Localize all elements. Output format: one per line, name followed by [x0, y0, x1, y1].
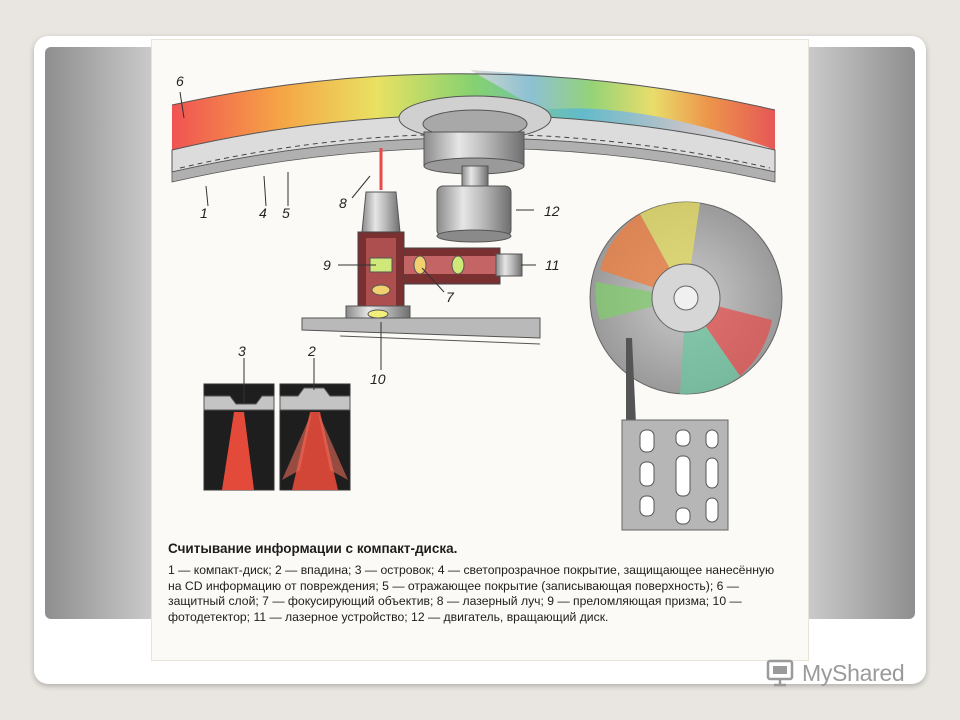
label-7: 7: [446, 289, 455, 305]
label-1: 1: [200, 205, 208, 221]
motor: [423, 131, 525, 243]
label-2: 2: [307, 343, 316, 359]
optical-head: [301, 191, 541, 345]
beam-pit-inset: [279, 383, 351, 491]
compact-disc-image: [589, 201, 783, 424]
label-4: 4: [259, 205, 267, 221]
label-6: 6: [176, 73, 184, 89]
figure-caption: Считывание информации с компакт-диска. 1…: [168, 541, 788, 625]
label-5: 5: [282, 205, 290, 221]
watermark-brand: MyShared: [802, 659, 905, 686]
label-10: 10: [370, 371, 386, 387]
leader-lines: [179, 91, 536, 404]
myshared-logo-icon: [766, 659, 794, 687]
label-12: 12: [544, 203, 560, 219]
label-9: 9: [323, 257, 331, 273]
beam-island-inset: [203, 383, 275, 491]
caption-text: 1 — компакт-диск; 2 — впадина; 3 — остро…: [168, 563, 775, 624]
label-11: 11: [545, 257, 560, 273]
myshared-watermark[interactable]: MyShared: [766, 656, 905, 690]
caption-title: Считывание информации с компакт-диска.: [168, 541, 458, 556]
cd-cross-section: [171, 70, 776, 183]
label-3: 3: [238, 343, 246, 359]
magnified-pits: [621, 419, 729, 531]
label-8: 8: [339, 195, 347, 211]
